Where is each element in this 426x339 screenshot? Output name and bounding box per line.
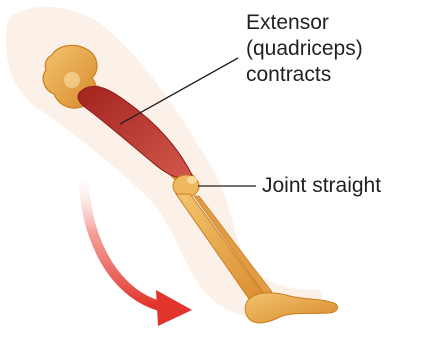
joint-label: Joint straight bbox=[262, 173, 381, 199]
extensor-label-line3: contracts bbox=[246, 62, 363, 88]
extensor-label: Extensor (quadriceps) contracts bbox=[246, 10, 363, 88]
foot-bones bbox=[245, 293, 337, 323]
extensor-label-line2: (quadriceps) bbox=[246, 36, 363, 62]
extensor-label-line1: Extensor bbox=[246, 10, 363, 36]
arrow-head-icon bbox=[156, 290, 192, 326]
